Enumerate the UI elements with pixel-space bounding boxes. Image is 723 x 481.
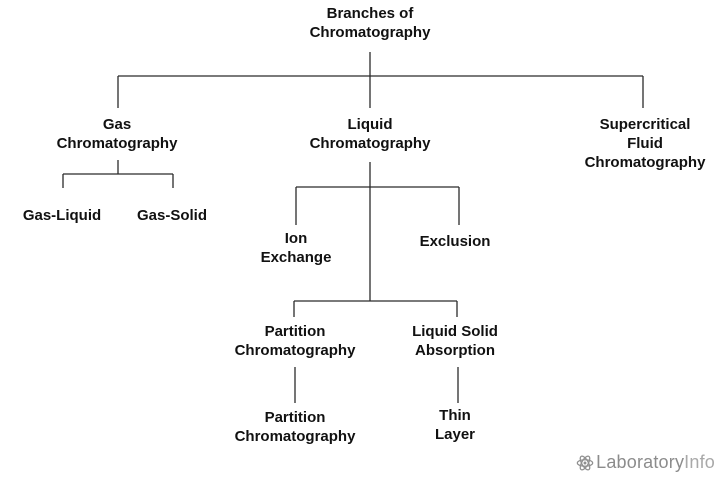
liquid-solid-absorption-node: Liquid Solid Absorption [412, 322, 498, 360]
liquid-line-1: Liquid [347, 116, 393, 133]
gas-line-1: Gas [102, 116, 132, 133]
ion-line-2: Exchange [260, 249, 332, 266]
gas-chromatography-node: Gas Chromatography [57, 115, 178, 153]
watermark-text-b: Info [684, 452, 715, 472]
partition-leaf-line-1: Partition [264, 409, 326, 426]
liquid-solid-line-1: Liquid Solid [412, 323, 498, 340]
partition-leaf-line-2: Chromatography [234, 428, 356, 445]
exclusion-node: Exclusion [420, 232, 491, 251]
liquid-chromatography-node: Liquid Chromatography [310, 115, 431, 153]
supercritical-fluid-node: Supercritical Fluid Chromatography [585, 115, 706, 172]
watermark-text-a: Laboratory [596, 452, 685, 472]
partition-chromatography-node: Partition Chromatography [235, 322, 356, 360]
partition-line-2: Chromatography [234, 342, 356, 359]
partition-chromatography-leaf-node: Partition Chromatography [235, 408, 356, 446]
root-line-1: Branches of [326, 5, 414, 22]
gas-liquid-node: Gas-Liquid [23, 206, 101, 225]
thin-layer-line-2: Layer [434, 426, 476, 443]
supercritical-line-2: Fluid [627, 135, 663, 152]
partition-line-1: Partition [264, 323, 326, 340]
gas-line-2: Chromatography [56, 135, 178, 152]
supercritical-line-3: Chromatography [584, 154, 706, 171]
liquid-solid-line-2: Absorption [414, 342, 495, 359]
supercritical-line-1: Supercritical [599, 116, 691, 133]
root-node: Branches of Chromatography [310, 4, 431, 42]
gas-solid-node: Gas-Solid [137, 206, 207, 225]
atom-icon [576, 455, 594, 470]
ion-line-1: Ion [284, 230, 308, 247]
liquid-line-2: Chromatography [309, 135, 431, 152]
gas-liquid-label: Gas-Liquid [22, 207, 102, 224]
gas-solid-label: Gas-Solid [136, 207, 208, 224]
root-line-2: Chromatography [309, 24, 431, 41]
exclusion-label: Exclusion [419, 233, 491, 250]
thin-layer-node: Thin Layer [435, 406, 475, 444]
ion-exchange-node: Ion Exchange [261, 229, 332, 267]
thin-layer-line-1: Thin [439, 407, 471, 424]
